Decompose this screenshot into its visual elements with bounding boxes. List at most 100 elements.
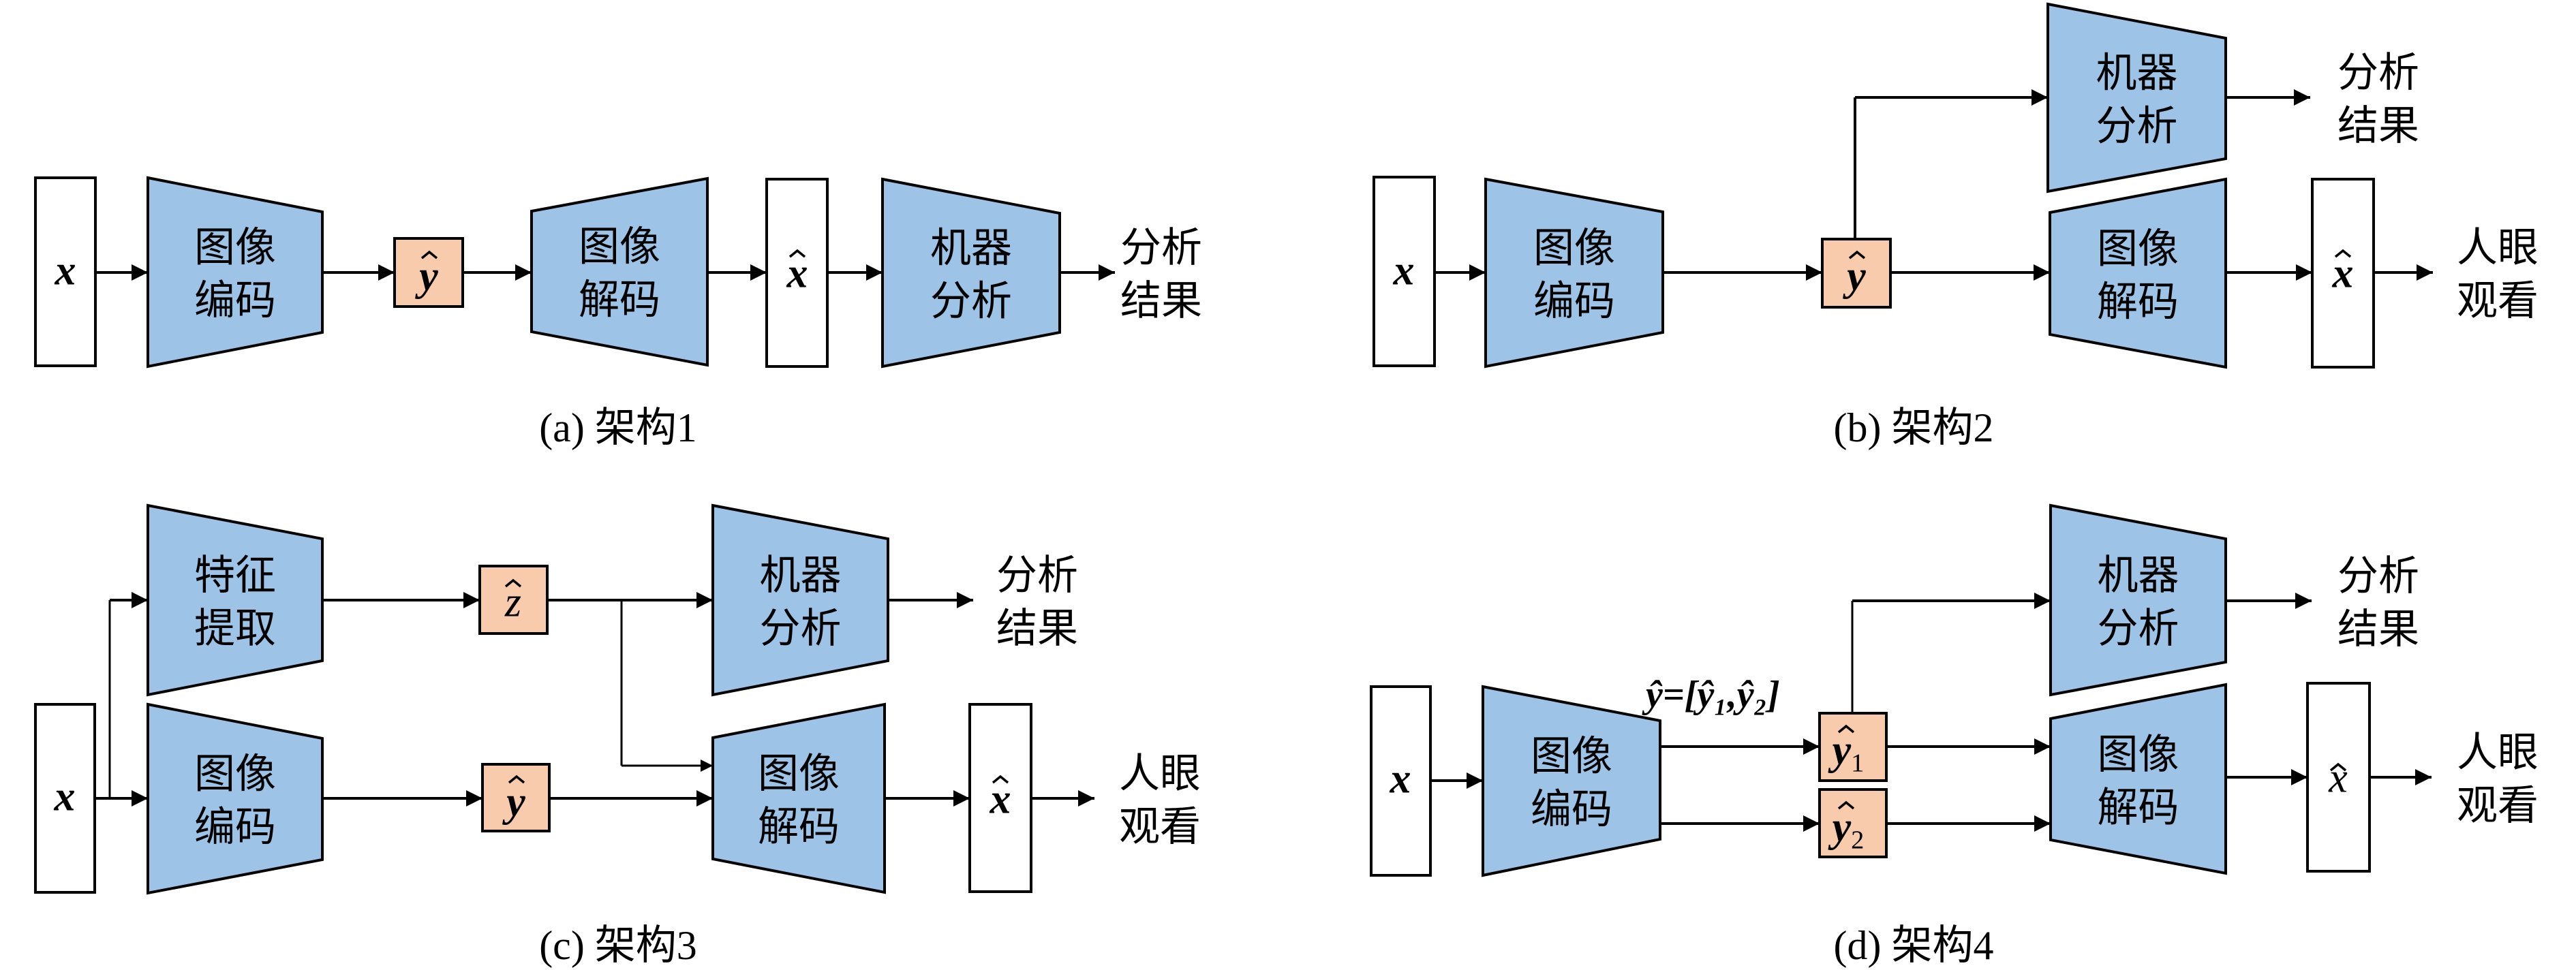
hat-accent (1837, 800, 1855, 810)
svg-text:x: x (54, 773, 76, 819)
y2hat-symbol: y2 (1828, 804, 1865, 854)
machine-analysis-label-line2: 分析 (930, 278, 1012, 326)
hat-accent (788, 249, 806, 258)
analysis-result-label-line1: 分析 (1120, 224, 1202, 272)
latent-yhat-box (1821, 238, 1892, 309)
caption-c: (c) 架构3 (539, 923, 697, 968)
input-x-box (1370, 685, 1432, 877)
image-decoder-label-line2: 解码 (2098, 784, 2179, 832)
feature-extraction-label-line2: 提取 (194, 605, 276, 653)
latent-split-text: ŷ=[ŷ₁,ŷ₂] (1642, 674, 1780, 716)
svg-text:x: x (786, 250, 808, 296)
caption-d: (d) 架构4 (1834, 923, 1994, 968)
image-encoder-label-line2: 编码 (1531, 786, 1612, 834)
input-x-symbol: x (54, 773, 76, 819)
human-viewing-label-line2: 观看 (2457, 782, 2539, 830)
hat-accent (1848, 250, 1866, 260)
reconstruction-xhat-box (968, 703, 1032, 893)
image-decoder-label-line1: 图像 (2097, 225, 2179, 273)
latent-zhat-box (478, 565, 549, 635)
image-decoder-label-line1: 图像 (579, 223, 660, 271)
latent-yhat-box (481, 763, 551, 832)
hat-accent (508, 775, 525, 784)
human-viewing-label-line1: 人眼 (1119, 750, 1201, 798)
image-decoder-shape (711, 702, 886, 894)
image-encoder-shape (1482, 685, 1661, 877)
svg-text:x: x (1393, 247, 1415, 294)
machine-analysis-shape (881, 177, 1061, 369)
feature-extraction-label-line1: 特征 (194, 552, 276, 599)
machine-analysis-shape (2049, 503, 2227, 697)
branch-x-up (95, 600, 111, 800)
image-decoder-shape (530, 176, 709, 367)
analysis-result-label-line1: 分析 (996, 552, 1078, 599)
hat-accent (2329, 762, 2347, 772)
svg-text:y2: y2 (1828, 804, 1865, 854)
image-decoder-label-line2: 解码 (758, 803, 840, 851)
machine-analysis-label-line1: 机器 (2098, 552, 2179, 599)
input-x-symbol: x (1393, 247, 1415, 294)
image-decoder-shape (2049, 177, 2227, 369)
machine-analysis-shape (2046, 2, 2227, 193)
image-encoder-shape (147, 176, 324, 369)
image-encoder-label-line2: 编码 (194, 804, 276, 851)
image-encoder-label-line1: 图像 (194, 224, 276, 272)
analysis-result-label-line2: 结果 (2337, 606, 2419, 653)
input-x-symbol: x (55, 247, 76, 294)
reconstruction-xhat-box (2311, 178, 2375, 369)
human-viewing-label-line2: 观看 (2457, 277, 2539, 325)
analysis-result-label-line1: 分析 (2337, 49, 2419, 97)
caption-a: (a) 架构1 (539, 405, 697, 450)
human-viewing-label-line1: 人眼 (2457, 224, 2539, 272)
input-x-box (1373, 176, 1436, 367)
human-viewing-label-line2: 观看 (1119, 803, 1201, 851)
machine-analysis-label-line1: 机器 (930, 225, 1012, 272)
input-x-box (34, 176, 97, 367)
analysis-result-label-line1: 分析 (2337, 552, 2419, 600)
hat-accent (504, 578, 522, 588)
machine-analysis-label-line1: 机器 (2096, 50, 2178, 97)
image-decoder-shape (2049, 683, 2227, 875)
image-decoder-label-line1: 图像 (758, 750, 840, 798)
xhat-symbol: x (2332, 250, 2354, 296)
svg-text:x: x (1390, 755, 1411, 802)
svg-text:x: x (55, 247, 76, 294)
machine-analysis-label-line2: 分析 (760, 605, 842, 653)
machine-analysis-label-line1: 机器 (760, 552, 842, 599)
image-decoder-label-line1: 图像 (2098, 731, 2179, 779)
hat-accent (1837, 724, 1855, 734)
input-x-symbol: x (1390, 755, 1411, 802)
xhat-symbol: x (990, 776, 1011, 822)
image-decoder-label-line2: 解码 (579, 277, 660, 324)
zhat-symbol: z (504, 579, 521, 625)
hat-accent (420, 250, 438, 260)
image-decoder-label-line2: 解码 (2097, 279, 2179, 326)
svg-text:z: z (504, 579, 521, 625)
image-encoder-label-line1: 图像 (1533, 225, 1615, 272)
image-encoder-label-line2: 编码 (194, 277, 276, 325)
image-encoder-label-line1: 图像 (194, 751, 276, 798)
svg-text:x: x (990, 776, 1011, 822)
xhat-symbol: x (786, 250, 808, 296)
hat-accent (992, 775, 1009, 784)
